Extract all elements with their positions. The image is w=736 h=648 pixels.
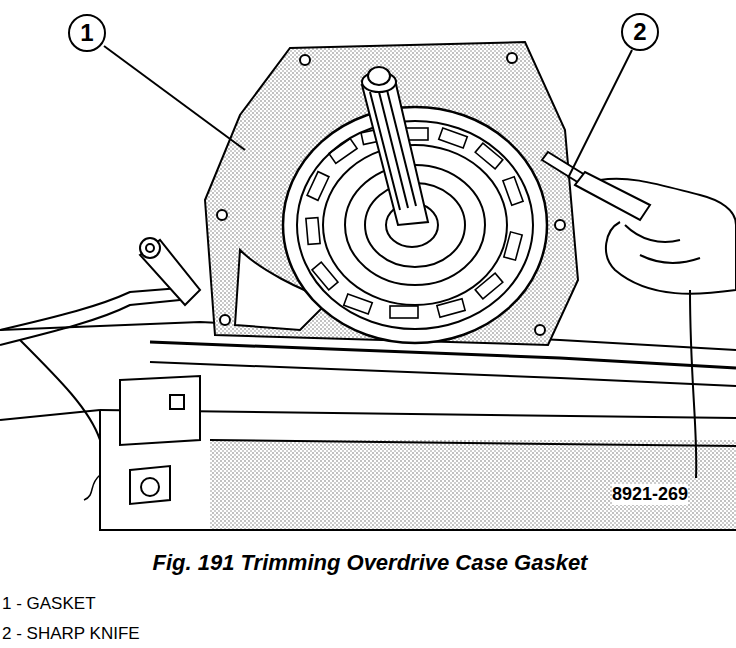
callout-circle: 1 bbox=[68, 14, 106, 52]
legend-item: 1 - GASKET bbox=[2, 594, 96, 614]
callout-number: 2 bbox=[633, 20, 646, 44]
figure-caption: Fig. 191 Trimming Overdrive Case Gasket bbox=[153, 550, 588, 576]
figure-code: 8921-269 bbox=[612, 484, 688, 505]
legend-item: 2 - SHARP KNIFE bbox=[2, 624, 140, 644]
callout-number: 1 bbox=[80, 21, 93, 45]
callout-circle: 2 bbox=[621, 13, 659, 51]
